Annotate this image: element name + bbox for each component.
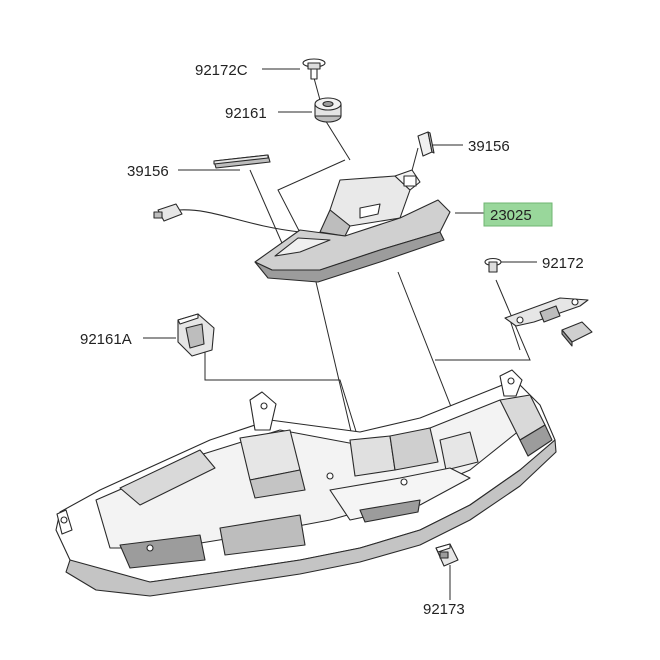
- pad-39156-right: [417, 131, 435, 157]
- pad-39156-left: [213, 154, 271, 169]
- label-92172c[interactable]: 92172C: [195, 62, 248, 79]
- screw-92172: [484, 257, 502, 273]
- label-92161a[interactable]: 92161A: [80, 331, 132, 348]
- label-92172[interactable]: 92172: [542, 255, 584, 272]
- damper-92161a: [177, 313, 215, 357]
- clip-92173: [435, 543, 459, 567]
- rear-fender: [55, 369, 557, 597]
- label-92161[interactable]: 92161: [225, 105, 267, 122]
- label-23025[interactable]: 23025: [490, 207, 532, 224]
- tail-light-23025: [153, 169, 451, 283]
- grommet-92161: [314, 97, 342, 123]
- license-bracket: [504, 297, 593, 347]
- highlight-box-23025: [483, 202, 553, 227]
- label-39156-left[interactable]: 39156: [127, 163, 169, 180]
- label-39156-right[interactable]: 39156: [468, 138, 510, 155]
- label-92173[interactable]: 92173: [423, 601, 465, 618]
- screw-92172c: [302, 58, 326, 80]
